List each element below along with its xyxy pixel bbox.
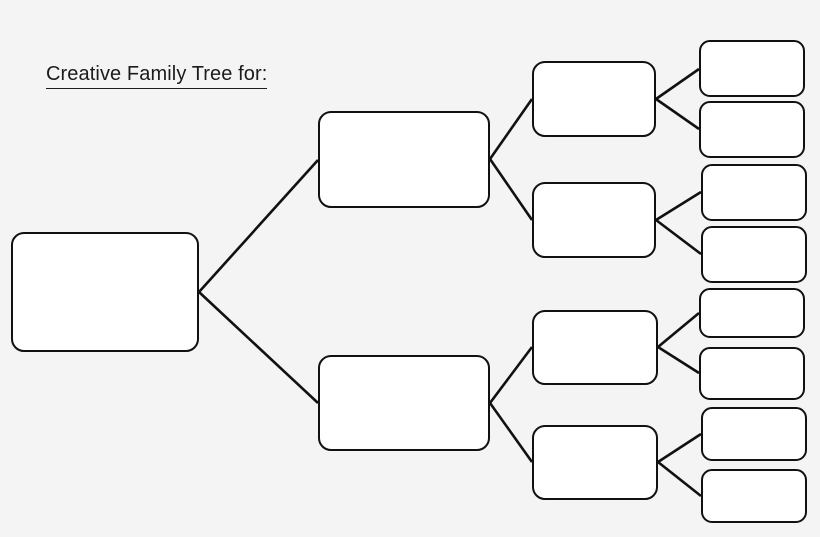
tree-node-grandparents-3[interactable] — [532, 310, 658, 385]
tree-connector-n6-n12 — [657, 311, 700, 349]
tree-node-great-grandparents-6[interactable] — [699, 347, 805, 400]
tree-connector-n2-n4 — [488, 98, 534, 160]
tree-connector-n5-n10 — [655, 190, 702, 222]
tree-connector-n4-n9 — [655, 97, 700, 131]
tree-node-parents-1[interactable] — [318, 111, 490, 208]
tree-connector-n7-n15 — [657, 460, 702, 498]
tree-node-parents-2[interactable] — [318, 355, 490, 451]
tree-connector-n3-n6 — [488, 346, 534, 404]
tree-connector-n2-n5 — [488, 158, 534, 221]
tree-connector-n1-n2 — [198, 159, 319, 293]
page-title-text: Creative Family Tree for: — [46, 62, 268, 89]
tree-connector-n6-n13 — [657, 345, 700, 375]
tree-node-grandparents-2[interactable] — [532, 182, 656, 258]
tree-node-grandparents-1[interactable] — [532, 61, 656, 137]
tree-node-great-grandparents-1[interactable] — [699, 40, 805, 97]
tree-connector-n7-n14 — [657, 432, 702, 464]
tree-node-great-grandparents-7[interactable] — [701, 407, 807, 461]
tree-node-great-grandparents-8[interactable] — [701, 469, 807, 523]
tree-node-grandparents-4[interactable] — [532, 425, 658, 500]
page-title: Creative Family Tree for: — [46, 62, 268, 89]
tree-connector-n5-n11 — [655, 218, 702, 256]
tree-node-great-grandparents-3[interactable] — [701, 164, 807, 221]
tree-connector-n3-n7 — [488, 402, 534, 463]
tree-node-great-grandparents-5[interactable] — [699, 288, 805, 338]
tree-node-great-grandparents-2[interactable] — [699, 101, 805, 158]
tree-node-great-grandparents-4[interactable] — [701, 226, 807, 283]
tree-connector-n1-n3 — [198, 291, 319, 404]
tree-connector-n4-n8 — [655, 67, 700, 101]
tree-node-self-1[interactable] — [11, 232, 199, 352]
